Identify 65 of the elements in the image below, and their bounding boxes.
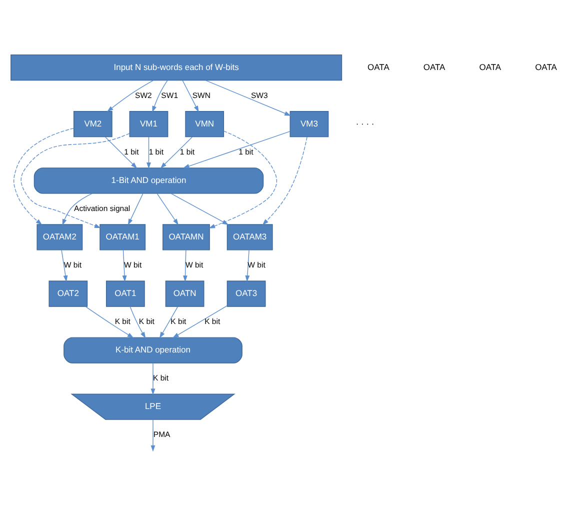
arrow	[146, 136, 151, 169]
node-box: OATAM2	[36, 224, 83, 250]
arrow	[152, 80, 168, 112]
edge-label: K bit	[152, 374, 169, 383]
arrow	[104, 136, 138, 168]
node-box: 1-Bit AND operation	[34, 168, 264, 194]
arrow	[160, 136, 193, 168]
arrow	[62, 193, 93, 226]
label: · · · ·	[356, 118, 374, 128]
edge-label: Activation signal	[74, 204, 130, 213]
arrow	[160, 306, 178, 338]
node-box: VM1	[129, 111, 168, 138]
label: OATA	[535, 62, 557, 72]
arrow	[208, 130, 278, 228]
arrow	[170, 193, 229, 225]
edge-label: W bit	[185, 260, 204, 270]
edge-label: K bit	[170, 316, 186, 326]
edge-label: W bit	[64, 260, 82, 270]
node-box: VM3	[290, 111, 329, 138]
edge-label: SW3	[250, 90, 268, 100]
edge-label: K bit	[138, 316, 154, 326]
node-box: VM2	[73, 111, 112, 138]
arrow	[183, 250, 188, 282]
edge-label: W bit	[248, 260, 266, 270]
node-box: OAT2	[48, 280, 88, 307]
edge-label: 1 bit	[148, 147, 164, 156]
edge-label: SWN	[192, 90, 210, 100]
node-box: Input N sub-words each of W-bits	[10, 54, 342, 81]
edge-label: 1 bit	[124, 147, 139, 156]
label: OATA	[479, 62, 502, 72]
edge-label: W bit	[124, 260, 142, 270]
edge-label: 1 bit	[238, 147, 254, 156]
arrow	[182, 131, 290, 168]
node-box: OATAM3	[226, 224, 273, 250]
arrow	[106, 80, 154, 112]
edge-label: 1 bit	[180, 147, 195, 156]
arrow	[172, 305, 228, 338]
edge-label: K bit	[204, 316, 220, 326]
arrow	[156, 193, 179, 226]
edge-label: SW2	[135, 90, 152, 100]
node-box: OATN	[165, 280, 204, 307]
arrow	[245, 250, 250, 282]
edge-label: PMA	[153, 430, 170, 440]
arrow	[128, 193, 144, 226]
label: OATA	[423, 62, 446, 72]
label: OATA	[368, 62, 390, 72]
node-box: OATAMN	[162, 224, 210, 250]
arrow	[182, 80, 199, 112]
arrow	[262, 136, 308, 226]
arrow	[122, 250, 127, 282]
arrow	[13, 128, 74, 225]
arrow	[150, 362, 156, 395]
node-box: K-bit AND operation	[64, 337, 242, 364]
node-box: OAT1	[106, 280, 145, 307]
arrow	[205, 80, 291, 116]
arrow	[85, 306, 134, 338]
arrow	[150, 419, 156, 452]
edge-label: K bit	[114, 316, 130, 326]
arrow	[20, 133, 130, 228]
node-box: OAT3	[226, 280, 266, 307]
node-box: OATAM1	[100, 224, 146, 250]
arrow	[61, 250, 68, 282]
node-box: VMN	[185, 111, 224, 138]
edge-label: SW1	[161, 90, 178, 100]
arrow	[130, 306, 146, 338]
